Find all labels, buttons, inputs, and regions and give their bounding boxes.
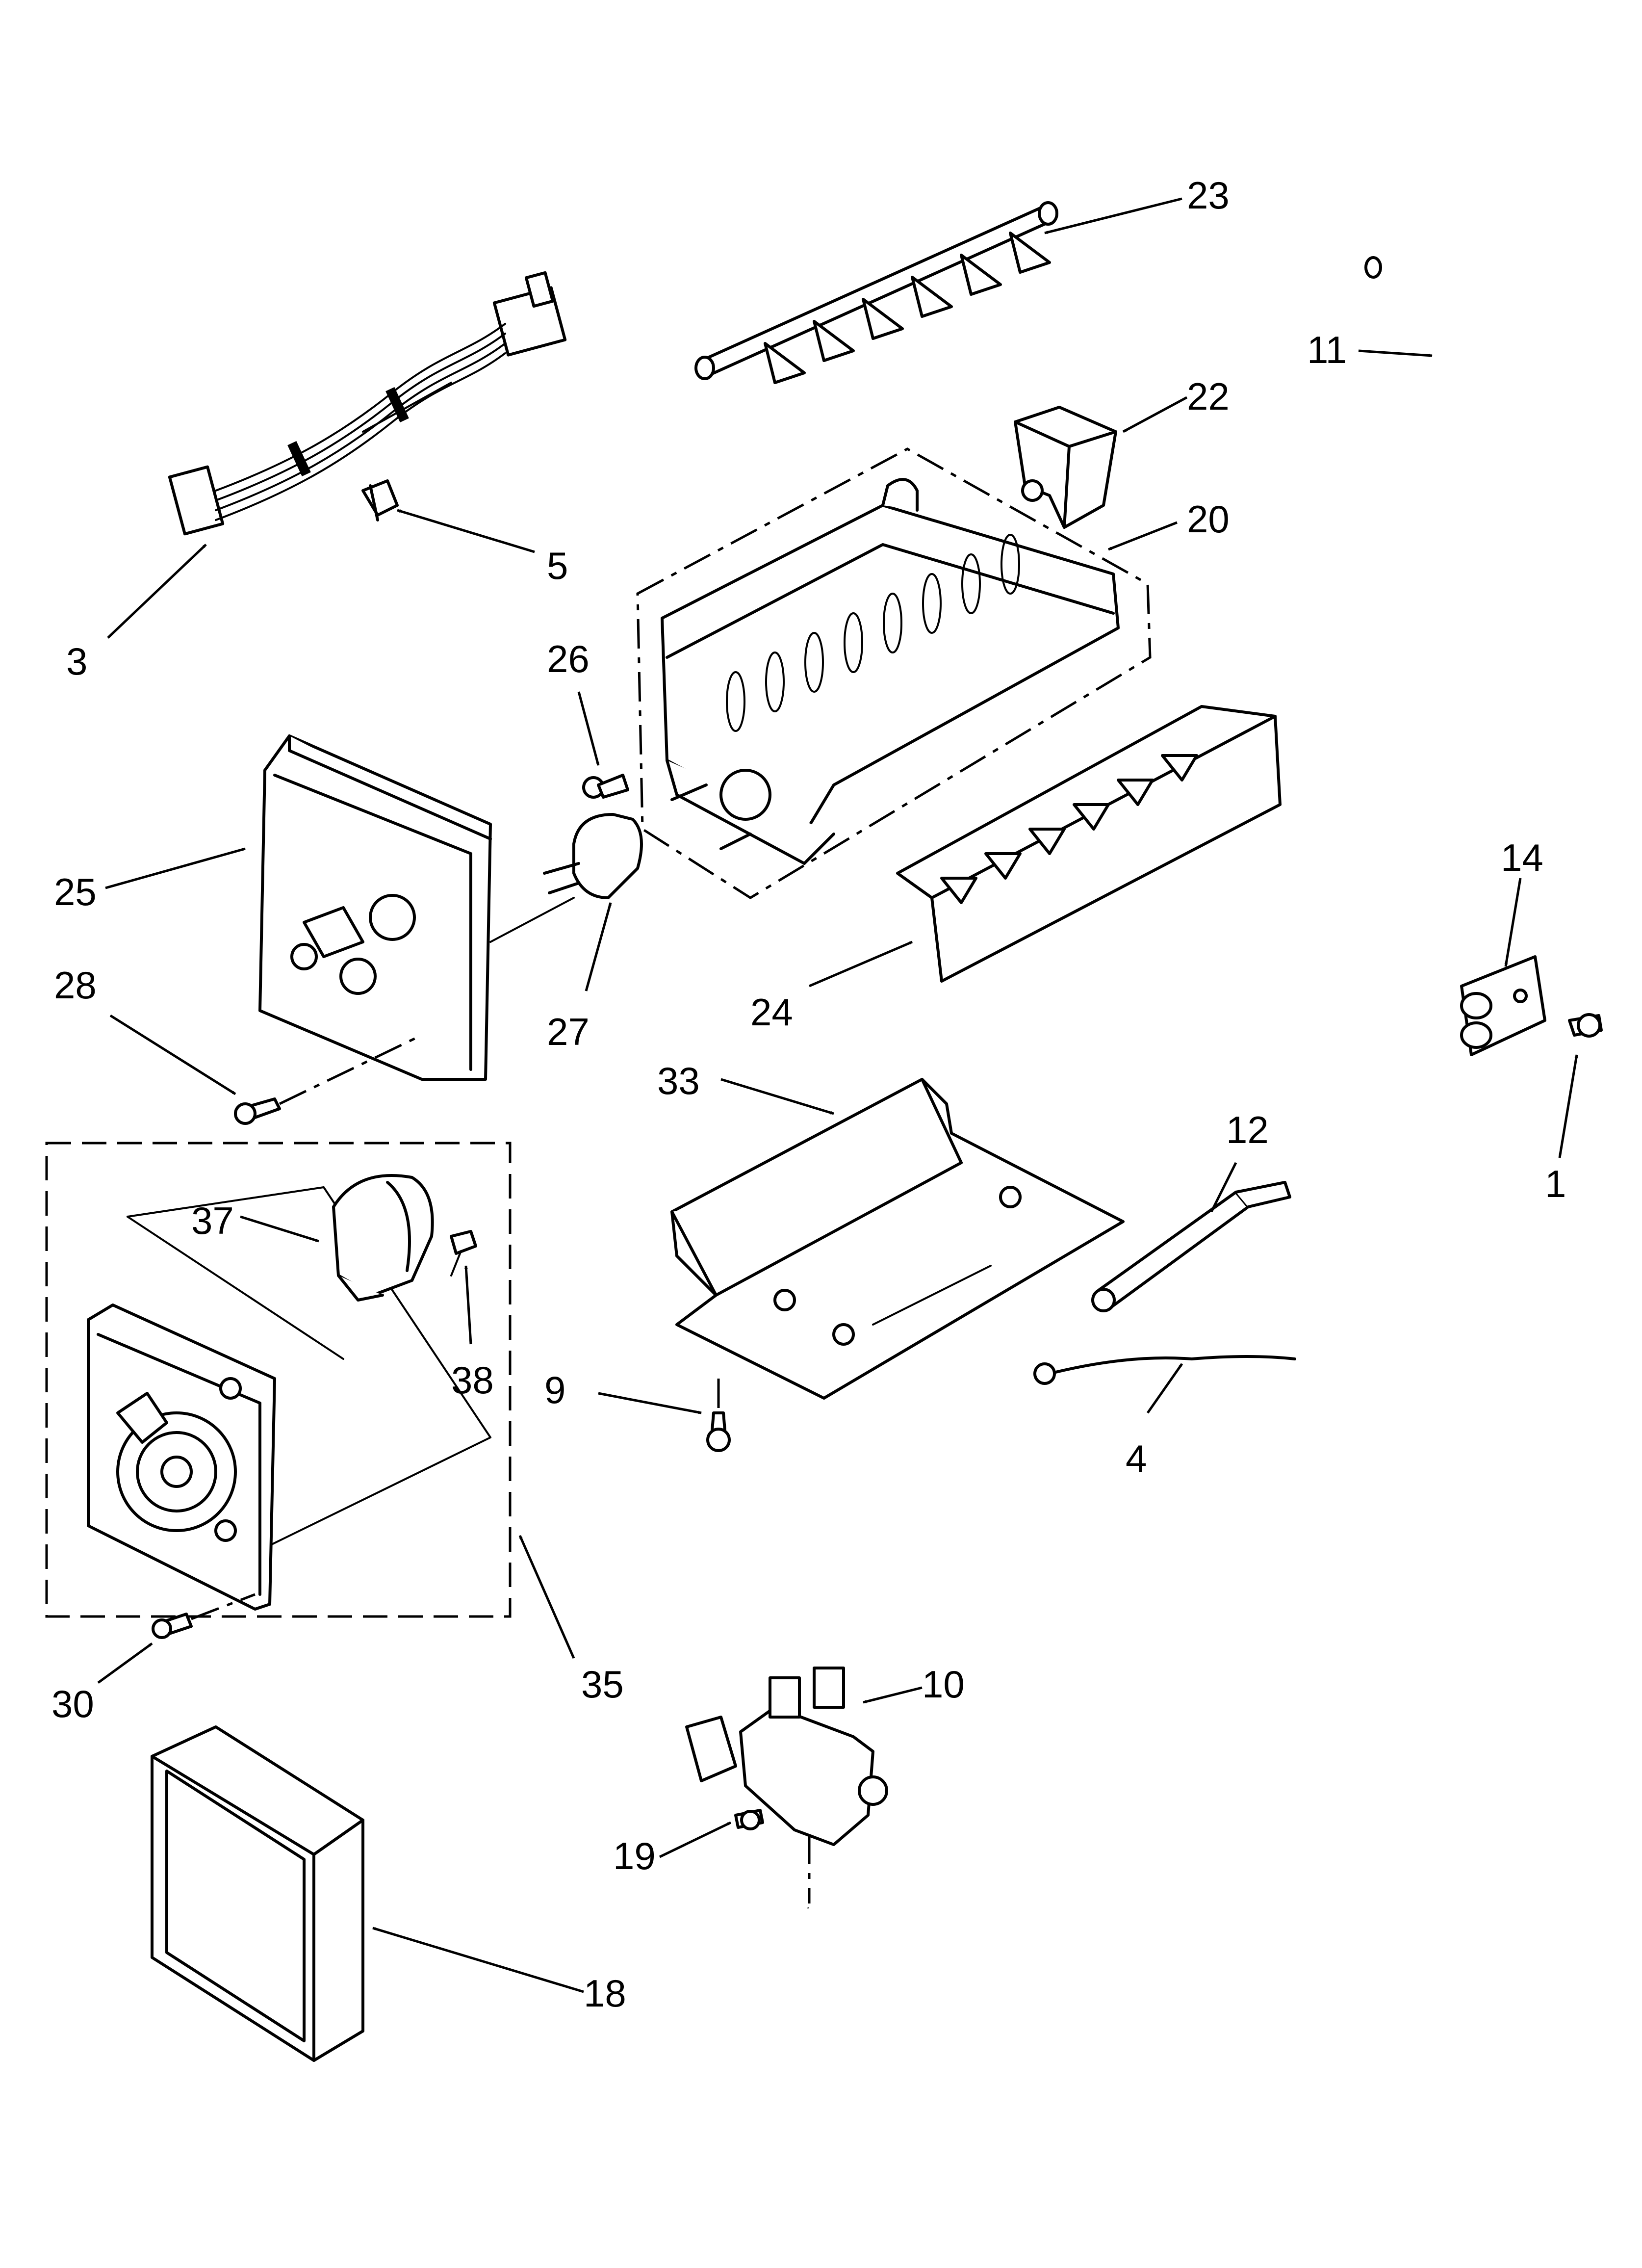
part-11-fill-tube xyxy=(806,247,1449,2107)
callout-20: 20 xyxy=(1187,497,1230,541)
leader-18 xyxy=(372,1927,584,1993)
callout-26: 26 xyxy=(547,637,590,680)
callout-14: 14 xyxy=(1501,836,1543,879)
part-28-screw xyxy=(234,1034,423,1125)
callout-24: 24 xyxy=(750,991,793,1034)
callout-38: 38 xyxy=(451,1358,494,1402)
leader-30 xyxy=(97,1642,153,1684)
leader-4 xyxy=(1146,1363,1183,1414)
callout-5: 5 xyxy=(547,544,568,587)
leader-37 xyxy=(240,1215,319,1243)
part-35-group xyxy=(45,1142,512,1618)
leader-23 xyxy=(1044,197,1182,235)
callout-25: 25 xyxy=(54,870,97,913)
part-5-clip xyxy=(361,479,399,521)
callout-10: 10 xyxy=(922,1663,965,1706)
leader-20 xyxy=(1108,521,1178,551)
callout-28: 28 xyxy=(54,964,97,1007)
callout-27: 27 xyxy=(547,1010,590,1053)
part-19-screw xyxy=(734,1809,764,1830)
callout-18: 18 xyxy=(584,1972,626,2015)
part-1-screw xyxy=(1568,1013,1603,1038)
part-33-shield xyxy=(670,1078,1125,1400)
leader-14 xyxy=(1504,878,1522,967)
callout-3: 3 xyxy=(66,640,87,683)
leader-11 xyxy=(1358,349,1433,358)
callout-33: 33 xyxy=(657,1059,700,1102)
callout-23: 23 xyxy=(1187,174,1230,217)
callout-4: 4 xyxy=(1126,1437,1147,1480)
leader-12 xyxy=(1210,1162,1237,1213)
leader-10 xyxy=(863,1686,923,1704)
part-20-ice-mold xyxy=(636,447,1152,899)
leader-33 xyxy=(720,1078,834,1115)
part-25-module-housing xyxy=(258,734,575,1081)
leader-28 xyxy=(109,1014,236,1095)
leader-lines xyxy=(97,197,1578,1993)
callout-30: 30 xyxy=(51,1682,94,1725)
part-24-stripper xyxy=(896,705,1282,983)
part-4-tube xyxy=(1033,1355,1296,1385)
leader-24 xyxy=(809,940,913,988)
leader-9 xyxy=(598,1392,702,1414)
leader-22 xyxy=(1122,396,1188,433)
part-3-wire-harness xyxy=(168,271,567,536)
part-38-screw xyxy=(450,1230,477,1277)
callout-19: 19 xyxy=(613,1834,656,1877)
callout-11: 11 xyxy=(1307,328,1347,371)
part-35-module-plate xyxy=(87,1303,276,1611)
leader-25 xyxy=(105,847,246,889)
part-12-fitting xyxy=(1091,1181,1291,1312)
leader-38 xyxy=(464,1265,472,1345)
callout-22: 22 xyxy=(1187,375,1230,418)
leader-26 xyxy=(577,691,600,766)
leader-35 xyxy=(518,1535,575,1659)
leader-27 xyxy=(585,902,612,991)
part-26-bearing xyxy=(582,774,629,799)
leader-5 xyxy=(397,509,535,553)
part-37-motor xyxy=(332,1174,434,1302)
part-9-screw xyxy=(706,1379,731,1452)
leader-19 xyxy=(659,1821,732,1858)
part-14-clamp xyxy=(1460,955,1546,1056)
leader-3 xyxy=(107,544,207,639)
callout-labels: 23 22 20 24 33 12 4 9 10 19 18 30 35 37 … xyxy=(51,174,1566,2015)
part-10-water-valve xyxy=(685,1667,888,1903)
callout-35: 35 xyxy=(581,1663,624,1706)
part-23-ejector xyxy=(694,201,1058,384)
leader-1 xyxy=(1558,1054,1578,1158)
callout-9: 9 xyxy=(544,1368,565,1411)
callout-1: 1 xyxy=(1545,1162,1566,1205)
part-18-cover xyxy=(151,1725,364,2062)
part-30-screw xyxy=(152,1593,256,1639)
callout-12: 12 xyxy=(1226,1108,1269,1151)
callout-37: 37 xyxy=(191,1199,234,1242)
part-27-thermostat xyxy=(543,813,643,899)
part-22-fill-cup xyxy=(1014,406,1117,529)
